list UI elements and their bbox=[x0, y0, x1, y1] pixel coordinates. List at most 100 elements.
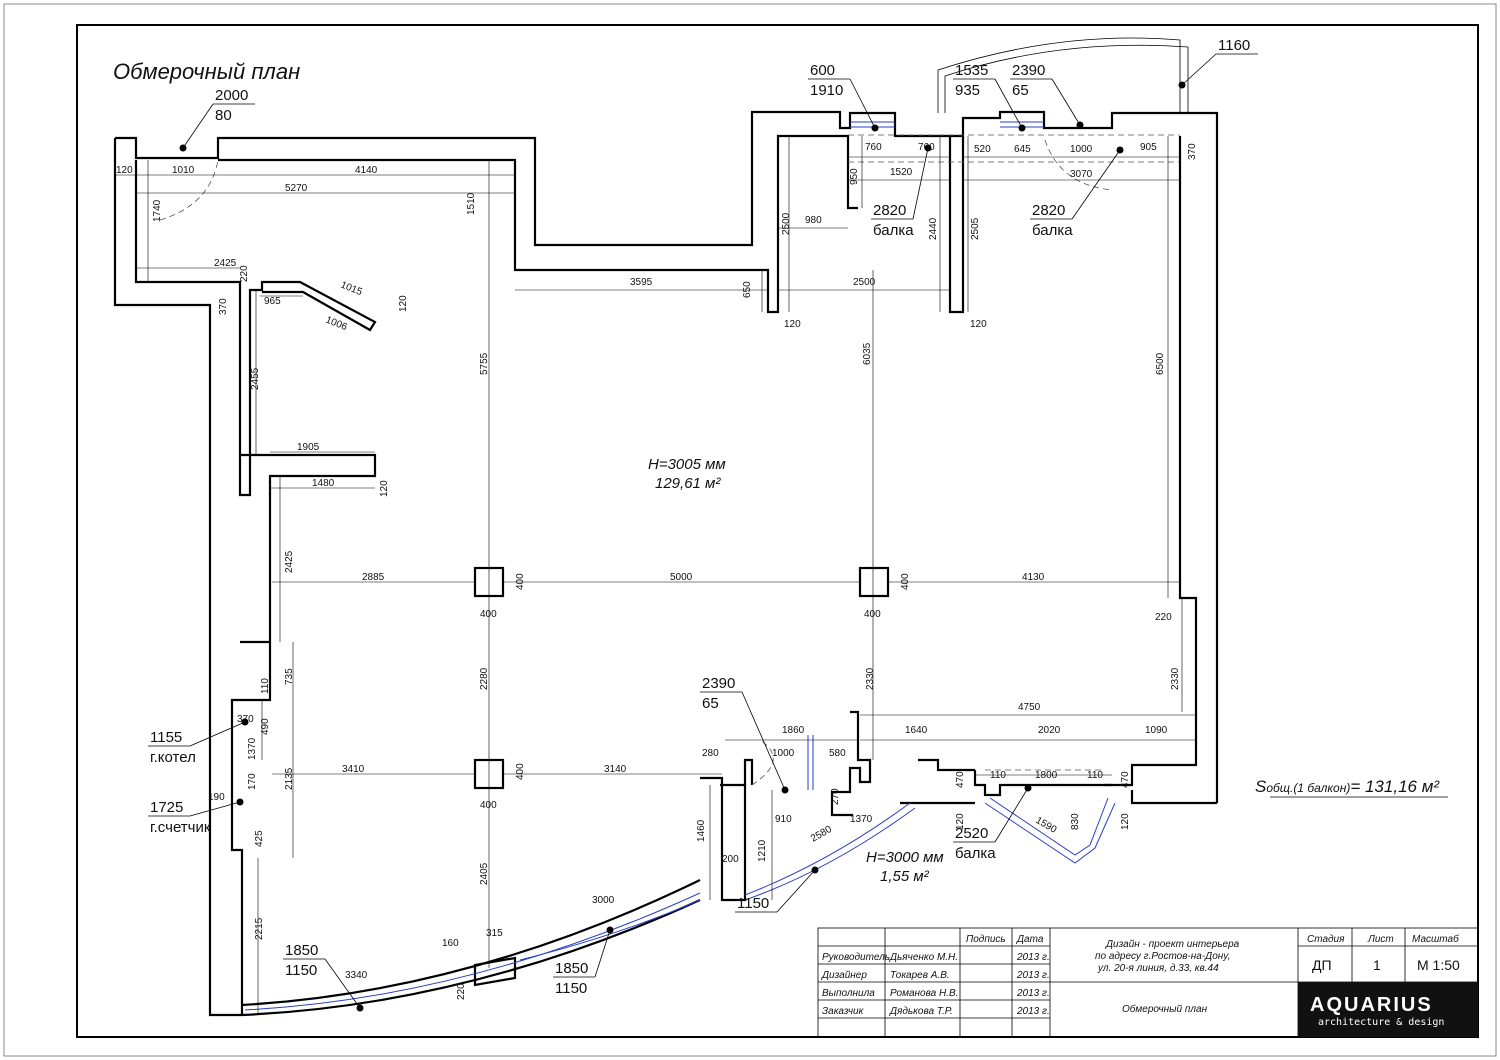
dimension-label: 120 bbox=[116, 165, 133, 176]
callout-bottom: 935 bbox=[955, 82, 980, 99]
tb-role: Заказчик bbox=[822, 1006, 865, 1017]
callout-top: 2390 bbox=[702, 675, 735, 692]
callout-bottom: 65 bbox=[702, 695, 719, 712]
title-block: AQUARIUS architecture & design Подпись Д… bbox=[817, 927, 1479, 1038]
dimension-label: 3595 bbox=[630, 277, 653, 288]
dimension-label: 650 bbox=[742, 281, 753, 298]
room-area: 129,61 м² bbox=[655, 475, 721, 492]
dimension-label: 1010 bbox=[172, 165, 195, 176]
dimension-label: 1510 bbox=[466, 192, 477, 215]
dimension-label: 4130 bbox=[1022, 572, 1045, 583]
callout-top: 1535 bbox=[955, 62, 988, 79]
dimension-label: 270 bbox=[830, 788, 841, 805]
tb-sheet-label: Лист bbox=[1367, 934, 1394, 945]
callout-leader bbox=[594, 929, 611, 978]
dimension-lines bbox=[115, 136, 1196, 1015]
logo-tagline: architecture & design bbox=[1318, 1017, 1444, 1028]
dimension-label: 4750 bbox=[1018, 702, 1041, 713]
dimension-label: 1370 bbox=[247, 737, 258, 760]
dimension-label: 1640 bbox=[905, 725, 928, 736]
dimension-label: 2500 bbox=[781, 212, 792, 235]
callout-bottom: г.котел bbox=[150, 749, 196, 766]
dimension-label: 2425 bbox=[284, 550, 295, 573]
outer-frame bbox=[3, 3, 1497, 1057]
dimension-label: 3410 bbox=[342, 764, 365, 775]
dimension-label: 760 bbox=[865, 142, 882, 153]
callout-leader bbox=[324, 958, 361, 1009]
tb-date: 2013 г. bbox=[1016, 970, 1050, 981]
columns bbox=[473, 566, 890, 790]
dimension-label: 2330 bbox=[865, 667, 876, 690]
dimension-label: 1480 bbox=[312, 478, 335, 489]
balcony-height: H=3000 мм bbox=[866, 849, 944, 866]
tb-header-sign: Подпись bbox=[966, 934, 1006, 945]
callout-top: 600 bbox=[810, 62, 835, 79]
tb-project-line3: ул. 20-я линия, д.33, кв.44 bbox=[1097, 963, 1219, 974]
dimension-label: 120 bbox=[970, 319, 987, 330]
logo-panel bbox=[1298, 982, 1478, 1037]
dimension-label: 1090 bbox=[1145, 725, 1168, 736]
dimension-label: 220 bbox=[1155, 612, 1172, 623]
callout-top: 2520 bbox=[955, 825, 988, 842]
callout-leader bbox=[994, 787, 1029, 843]
callout: 2520 балка bbox=[953, 784, 1032, 862]
dimension-label: 2500 bbox=[853, 277, 876, 288]
callout-dot bbox=[811, 866, 819, 874]
tb-project-line2: по адресу г.Ростов-на-Дону, bbox=[1095, 951, 1230, 962]
callout-dot bbox=[1178, 81, 1186, 89]
dimension-label: 470 bbox=[955, 771, 966, 788]
tb-name: Дьяченко М.Н. bbox=[889, 952, 958, 963]
callout-dot bbox=[1076, 121, 1084, 129]
tb-role: Выполнила bbox=[822, 988, 875, 999]
logo-name: AQUARIUS bbox=[1310, 994, 1433, 1016]
dimension-label: 220 bbox=[456, 983, 467, 1000]
dimension-label: 910 bbox=[775, 814, 792, 825]
callout-top: 1160 bbox=[1218, 37, 1250, 54]
total-area: Sобщ.(1 балкон)= 131,16 м² bbox=[1255, 777, 1440, 796]
dimension-label: 2425 bbox=[214, 258, 237, 269]
tb-date: 2013 г. bbox=[1016, 988, 1050, 999]
dimension-label: 3070 bbox=[1070, 169, 1093, 180]
tb-name: Токарев А.В. bbox=[890, 970, 950, 981]
dimension-label: 520 bbox=[974, 144, 991, 155]
dimension-label: 370 bbox=[237, 714, 254, 725]
dimension-label: 905 bbox=[1140, 142, 1157, 153]
dimension-label: 120 bbox=[379, 480, 390, 497]
tb-header-date: Дата bbox=[1016, 934, 1044, 945]
dimension-label: 200 bbox=[722, 854, 739, 865]
callout-leader bbox=[189, 721, 246, 747]
tb-sheet-value: 1 bbox=[1373, 957, 1381, 973]
dimension-label: 1000 bbox=[772, 748, 795, 759]
callout-leader bbox=[1051, 78, 1081, 126]
callout-bottom: балка bbox=[955, 845, 996, 862]
callout-dot bbox=[236, 798, 244, 806]
dimension-label: 1520 bbox=[890, 167, 913, 178]
dimension-label: 4140 bbox=[355, 165, 378, 176]
dimension-label: 1740 bbox=[152, 199, 163, 222]
dimension-label: 1000 bbox=[1070, 144, 1093, 155]
dimension-label: 400 bbox=[515, 573, 526, 590]
callout-top: 2820 bbox=[1032, 202, 1065, 219]
dimension-label: 5270 bbox=[285, 183, 308, 194]
callout-leader bbox=[776, 869, 816, 913]
callout-dot bbox=[356, 1004, 364, 1012]
dimension-label: 190 bbox=[208, 792, 225, 803]
dimension-label: 160 bbox=[442, 938, 459, 949]
callout-bottom: 1150 bbox=[555, 980, 587, 997]
dimension-label: 425 bbox=[254, 830, 265, 847]
dimension-label: 2405 bbox=[479, 862, 490, 885]
room-height: H=3005 мм bbox=[648, 456, 726, 473]
callout-top: 1155 bbox=[150, 729, 182, 746]
callout-leader bbox=[741, 691, 786, 791]
callout-bottom: 80 bbox=[215, 107, 232, 124]
callout-top: 1850 bbox=[285, 942, 318, 959]
dimension-label: 2020 bbox=[1038, 725, 1061, 736]
dimension-label: 1006 bbox=[324, 315, 349, 334]
callout: 1155 г.котел bbox=[148, 718, 249, 766]
callout-dot bbox=[606, 926, 614, 934]
